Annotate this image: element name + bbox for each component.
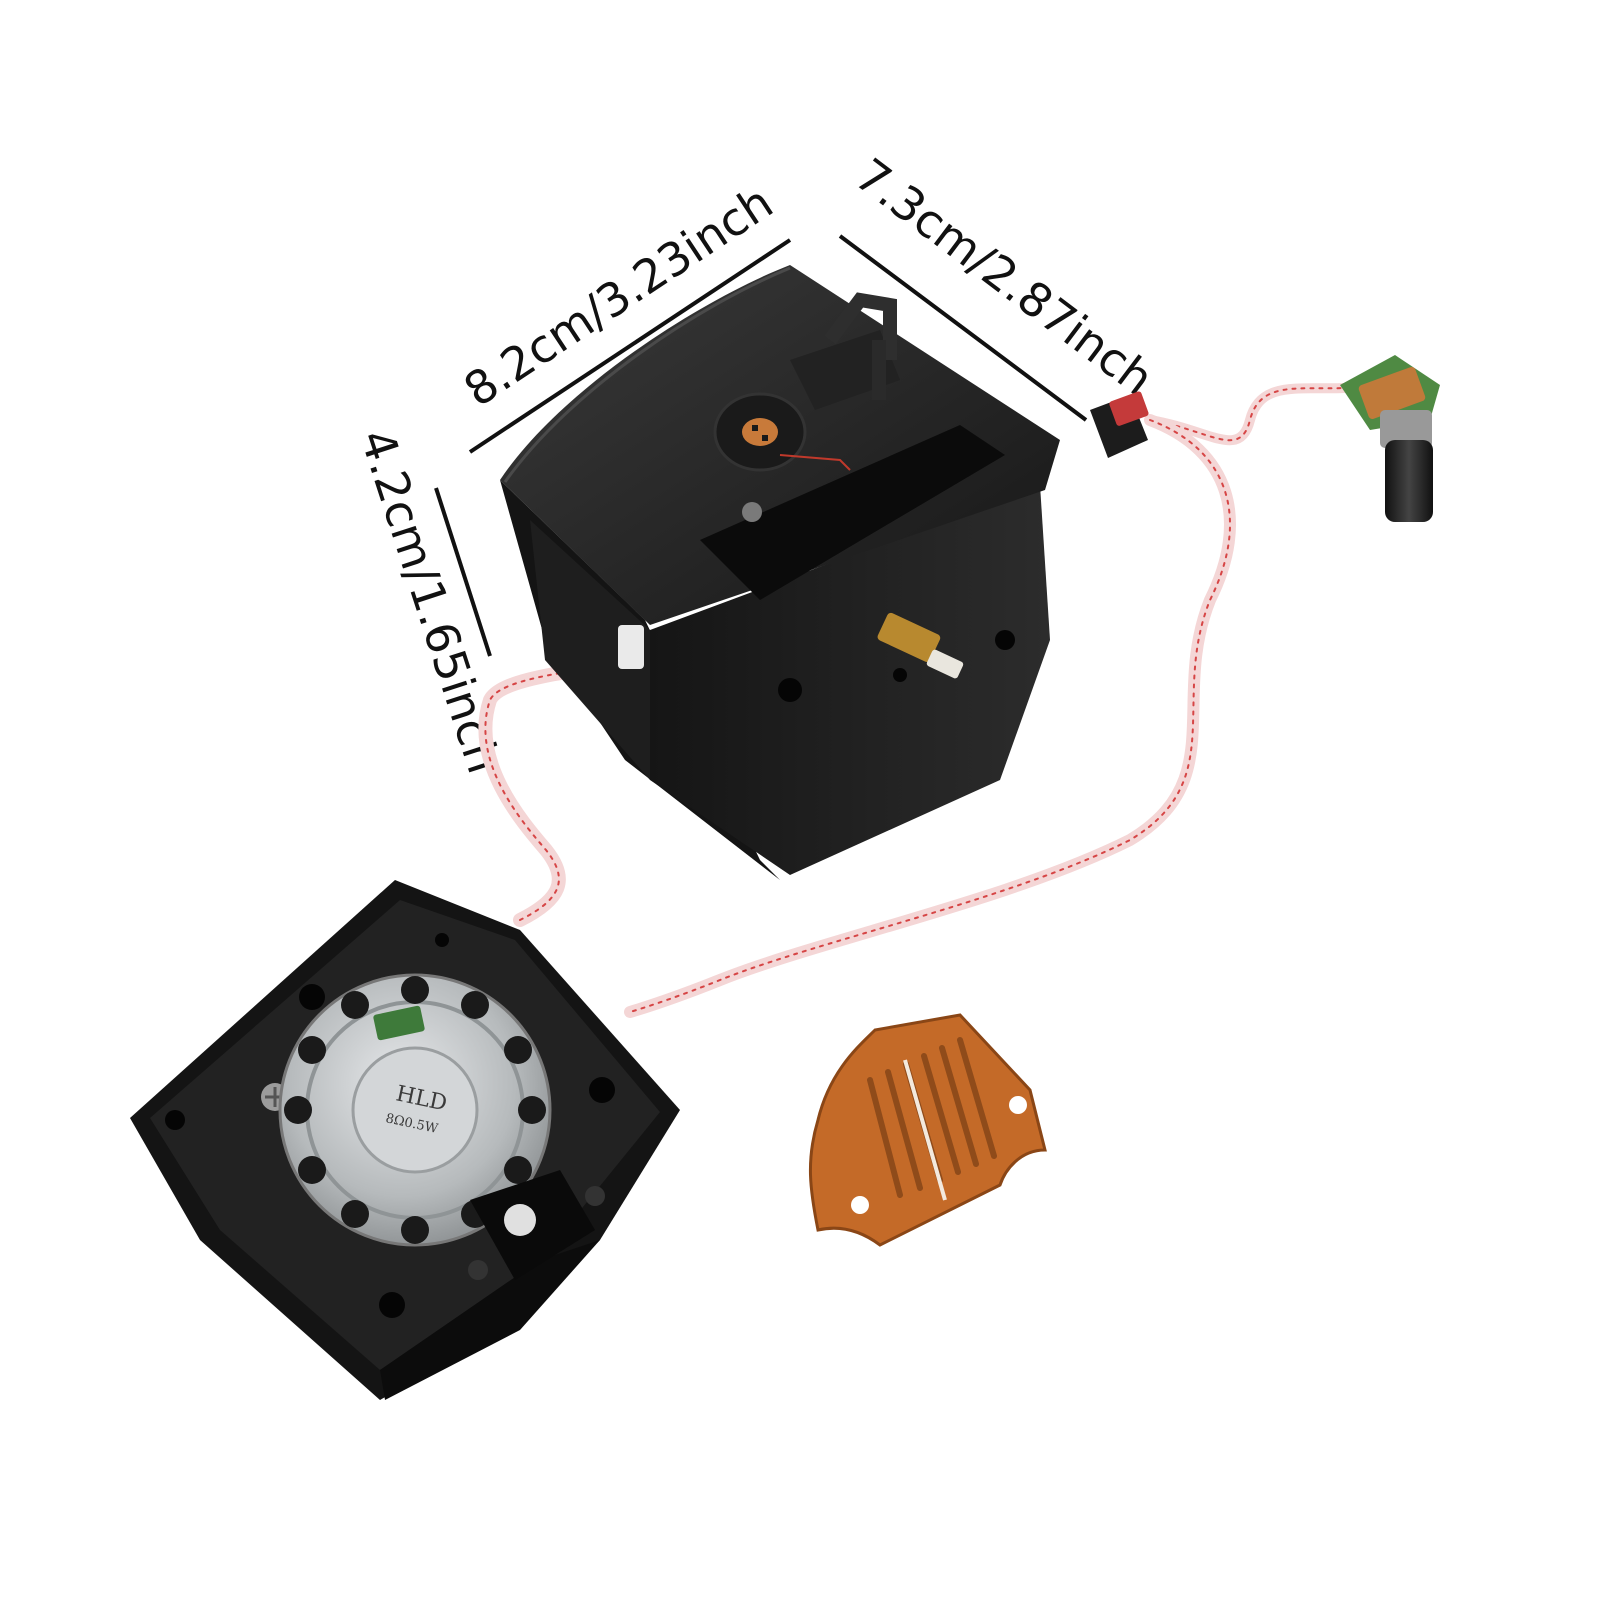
circuit-board	[373, 1005, 425, 1041]
jack-icon	[468, 1260, 488, 1280]
mount-hole	[379, 1292, 405, 1318]
potentiometer	[1340, 355, 1440, 522]
mount-hole	[851, 1196, 869, 1214]
mount-hole	[778, 678, 802, 702]
brass-shaft	[877, 612, 964, 679]
side-connector	[618, 625, 644, 669]
mount-hole	[165, 1110, 185, 1130]
main-box-housing	[500, 265, 1060, 880]
vent-plate	[808, 1013, 1047, 1247]
mount-hole	[995, 630, 1015, 650]
width-dimension-line	[468, 238, 792, 454]
toggle-switch	[1090, 391, 1149, 458]
jack-icon	[585, 1186, 605, 1206]
speaker-icon: HLD 8Ω0.5W	[278, 973, 552, 1247]
speaker-unit: HLD 8Ω0.5W	[130, 880, 680, 1400]
mount-hole	[299, 984, 325, 1010]
motor-coil	[713, 392, 851, 472]
knob-icon	[1385, 440, 1433, 522]
height-dimension-line	[434, 487, 492, 657]
depth-dimension-line	[838, 234, 1088, 422]
mount-hole	[1009, 1096, 1027, 1114]
top-bracket	[790, 292, 900, 410]
screw-icon	[742, 502, 762, 522]
mount-hole	[589, 1077, 615, 1103]
